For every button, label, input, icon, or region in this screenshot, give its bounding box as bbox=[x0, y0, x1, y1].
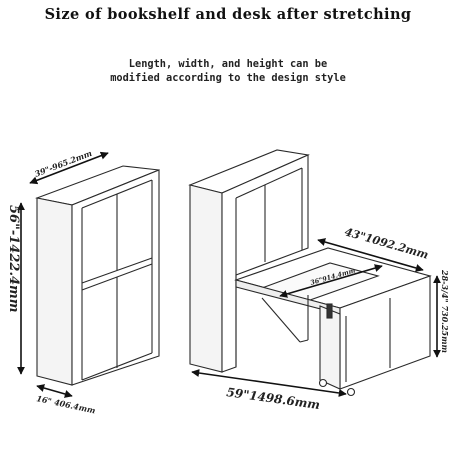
diagram-title: Size of bookshelf and desk after stretch… bbox=[44, 6, 412, 23]
desk-inner-arrow bbox=[279, 264, 383, 298]
subtitle-line-1: Length, width, and height can be bbox=[128, 58, 328, 70]
desk-height-label: 28-3/4" 730.25mm bbox=[440, 269, 450, 353]
bookshelf-width-arrow bbox=[36, 384, 73, 398]
desk-arrows bbox=[191, 238, 441, 397]
desk-length-arrow bbox=[191, 369, 347, 397]
bookshelf-height-label: 56"-1422.4mm bbox=[6, 205, 21, 313]
desk-depth-arrow bbox=[317, 238, 424, 272]
bookshelf-width-label: 16" 406.4mm bbox=[36, 393, 97, 415]
bookshelf-drawing bbox=[34, 165, 160, 386]
desk-drawing bbox=[188, 149, 432, 397]
bookshelf-depth-arrow bbox=[29, 151, 109, 185]
subtitle-line-2: modified according to the design style bbox=[110, 72, 346, 84]
bookshelf-arrows bbox=[17, 151, 109, 398]
bookshelf-depth-label: 39"-965.2mm bbox=[33, 148, 93, 179]
